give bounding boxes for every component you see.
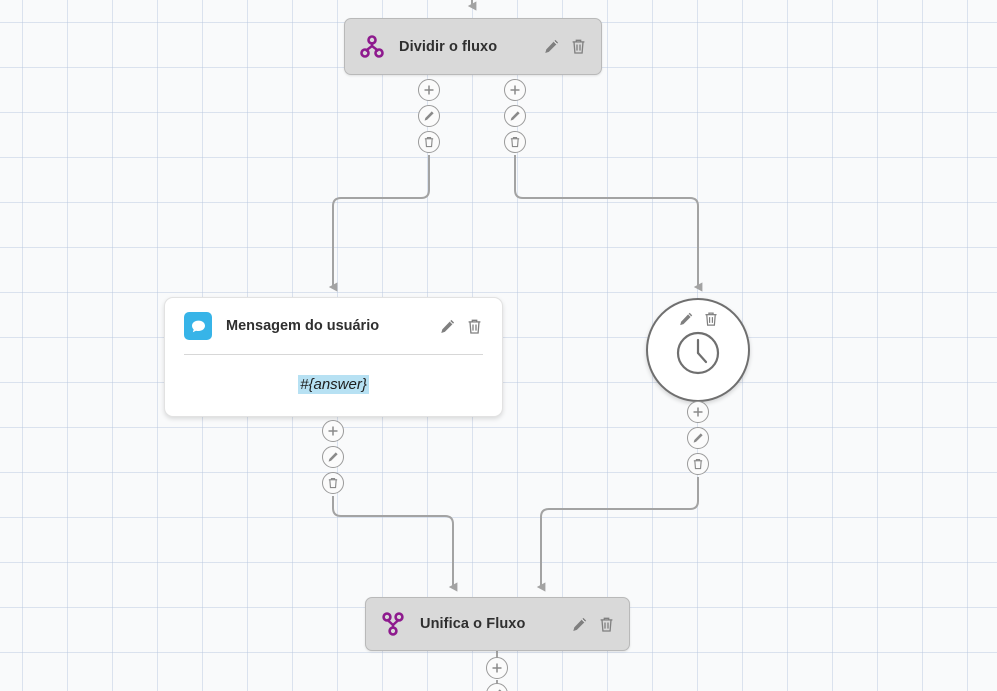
edit-connector-button[interactable] xyxy=(486,683,508,691)
edit-connector-button[interactable] xyxy=(687,427,709,449)
trash-icon[interactable] xyxy=(703,311,719,327)
node-user-message[interactable]: Mensagem do usuário xyxy=(164,297,503,417)
clock-icon xyxy=(674,329,722,382)
node-merge-flow[interactable]: Unifica o Fluxo xyxy=(365,597,630,651)
node-title: Mensagem do usuário xyxy=(226,318,380,334)
trash-icon[interactable] xyxy=(466,318,483,335)
connector-merge[interactable] xyxy=(486,657,508,691)
trash-icon[interactable] xyxy=(598,616,615,633)
node-split-flow[interactable]: Dividir o fluxo xyxy=(344,18,602,75)
connector-split-left[interactable] xyxy=(418,79,440,153)
node-delay[interactable] xyxy=(646,298,750,402)
add-node-button[interactable] xyxy=(687,401,709,423)
edge-message-to-merge xyxy=(332,496,458,592)
delete-connector-button[interactable] xyxy=(687,453,709,475)
answer-variable-token: #{answer} xyxy=(298,375,369,394)
node-title: Unifica o Fluxo xyxy=(420,616,526,632)
edit-connector-button[interactable] xyxy=(418,105,440,127)
add-node-button[interactable] xyxy=(322,420,344,442)
node-toolbar xyxy=(571,616,615,633)
node-toolbar xyxy=(543,38,587,55)
split-flow-icon xyxy=(359,34,385,60)
edge-split-right-to-delay xyxy=(514,155,703,292)
pencil-icon[interactable] xyxy=(571,616,588,633)
edge-split-left-to-message xyxy=(328,155,430,292)
card-divider xyxy=(184,354,483,355)
node-toolbar xyxy=(678,311,719,327)
card-body: #{answer} xyxy=(165,355,502,416)
chat-bubble-icon xyxy=(184,312,212,340)
node-toolbar xyxy=(439,318,483,335)
pencil-icon[interactable] xyxy=(543,38,560,55)
add-node-button[interactable] xyxy=(486,657,508,679)
edge-delay-to-merge xyxy=(536,477,699,592)
edit-connector-button[interactable] xyxy=(504,105,526,127)
delete-connector-button[interactable] xyxy=(418,131,440,153)
pencil-icon[interactable] xyxy=(439,318,456,335)
add-node-button[interactable] xyxy=(418,79,440,101)
edit-connector-button[interactable] xyxy=(322,446,344,468)
connector-user-message[interactable] xyxy=(322,420,344,494)
merge-flow-icon xyxy=(380,611,406,637)
delete-connector-button[interactable] xyxy=(322,472,344,494)
card-header: Mensagem do usuário xyxy=(165,298,502,354)
trash-icon[interactable] xyxy=(570,38,587,55)
add-node-button[interactable] xyxy=(504,79,526,101)
delete-connector-button[interactable] xyxy=(504,131,526,153)
connector-delay[interactable] xyxy=(687,401,709,475)
connector-split-right[interactable] xyxy=(504,79,526,153)
pencil-icon[interactable] xyxy=(678,311,694,327)
node-title: Dividir o fluxo xyxy=(399,38,498,55)
